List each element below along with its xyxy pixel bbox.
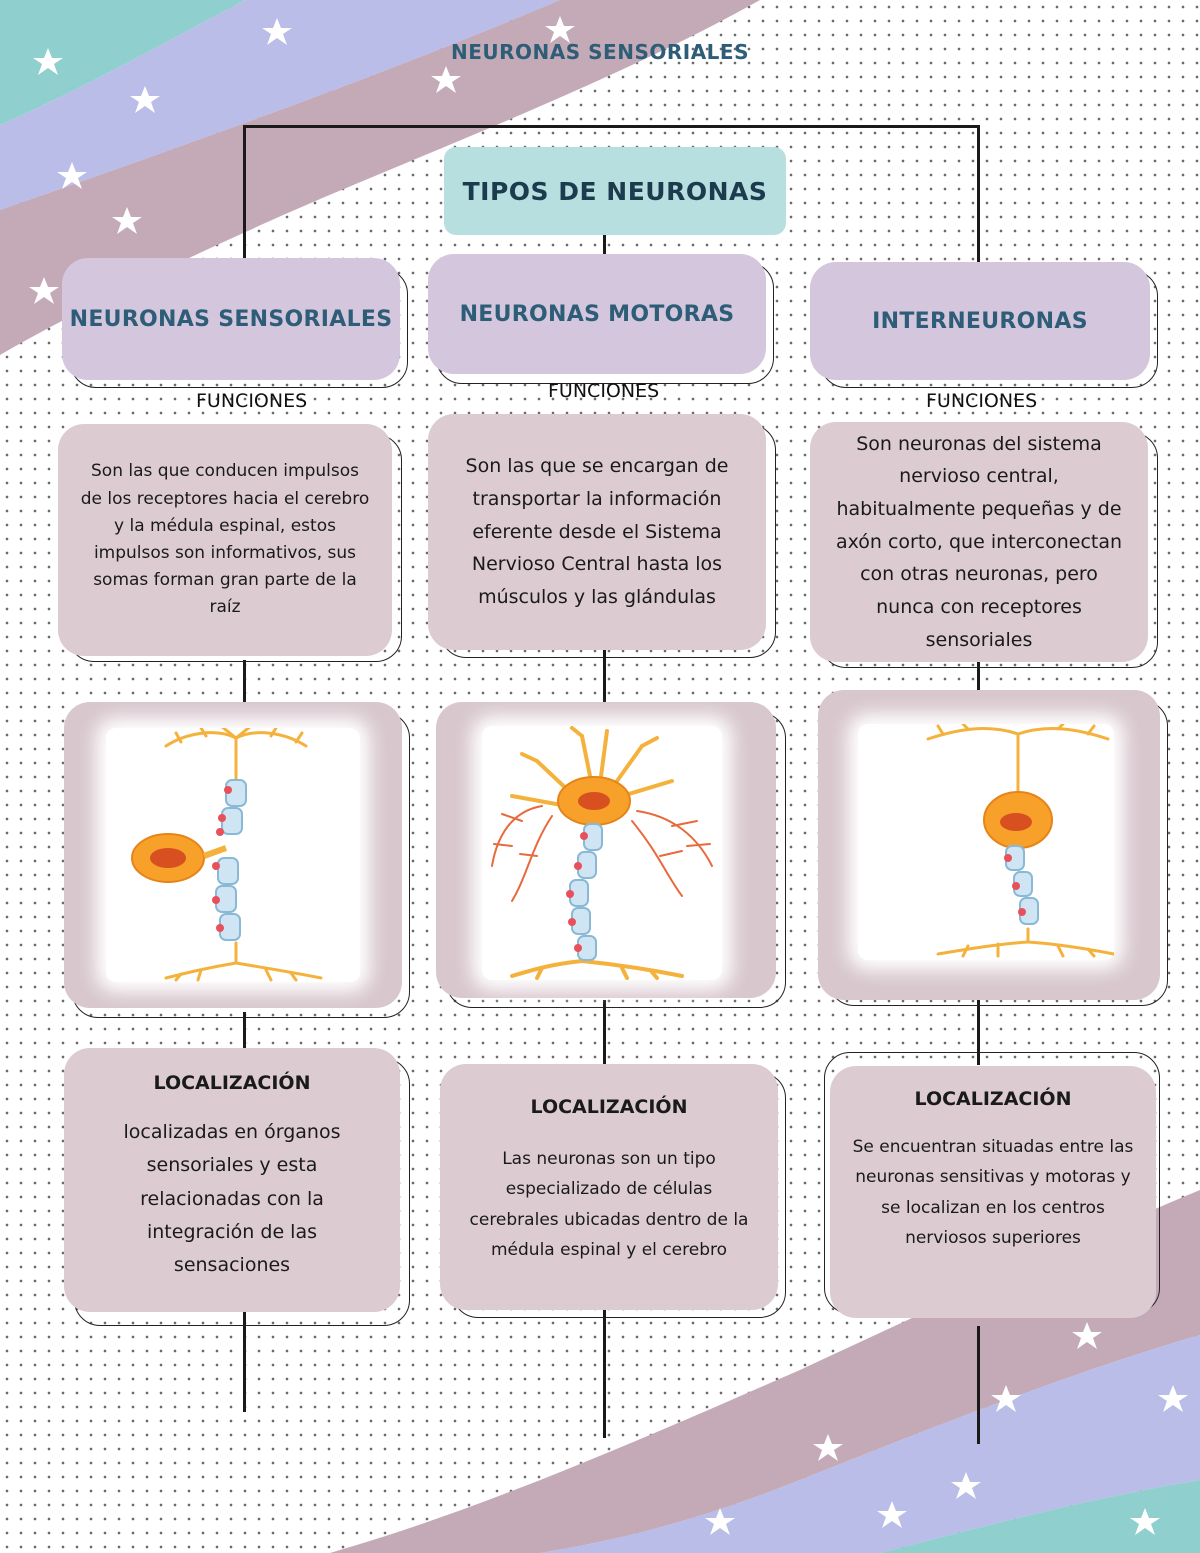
- col3-funciones-body: Son neuronas del sistema nervioso centra…: [835, 432, 1123, 651]
- interneuron-icon: [926, 722, 1116, 958]
- connector-col3-c: [977, 1326, 980, 1444]
- col1-localizacion-title: LOCALIZACIÓN: [153, 1072, 311, 1094]
- connector-col2-a: [603, 650, 606, 702]
- col1-image-card: [64, 702, 402, 1008]
- motor-neuron-image: [482, 726, 722, 980]
- connector-col2-c: [603, 1310, 606, 1438]
- connector-center-vertical: [603, 233, 606, 255]
- interneuron-image: [858, 722, 1116, 960]
- col1-localizacion-text: localizadas en órganos sensoriales y est…: [123, 1121, 341, 1276]
- col2-funciones-text: Son las que se encargan de transportar l…: [428, 414, 766, 650]
- col2-funciones-body: Son las que se encargan de transportar l…: [465, 455, 729, 608]
- connector-col1-c: [243, 1312, 246, 1412]
- connector-col3-a: [977, 662, 980, 692]
- col2-header: NEURONAS MOTORAS: [428, 254, 766, 374]
- col3-header: INTERNEURONAS: [810, 262, 1150, 380]
- motor-neuron-icon: [491, 726, 713, 980]
- col3-localizacion-text: Se encuentran situadas entre las neurona…: [852, 1137, 1134, 1248]
- root-node-tipos-de-neuronas: TIPOS DE NEURONAS: [444, 147, 786, 235]
- connector-col1-a: [243, 660, 246, 702]
- col2-localizacion-text: Las neuronas son un tipo especializado d…: [469, 1149, 749, 1260]
- col2-localizacion-title: LOCALIZACIÓN: [530, 1096, 688, 1118]
- col3-funciones-label: FUNCIONES: [926, 390, 1038, 412]
- col3-localizacion-title: LOCALIZACIÓN: [914, 1088, 1072, 1110]
- col1-funciones-body: Son las que conducen impulsos de los rec…: [80, 461, 370, 618]
- connector-col2-b: [603, 1000, 606, 1065]
- col2-image-card: [436, 702, 776, 998]
- col3-image-card: [818, 690, 1160, 1000]
- connector-col3-b: [977, 1000, 980, 1065]
- connector-left-vertical: [243, 125, 246, 265]
- sensory-neuron-image: [106, 724, 360, 982]
- col1-header: NEURONAS SENSORIALES: [62, 258, 400, 380]
- sensory-neuron-icon: [131, 724, 323, 982]
- page-title: NEURONAS SENSORIALES: [451, 40, 749, 64]
- connector-top-horizontal: [243, 125, 980, 128]
- connector-col1-b: [243, 1012, 246, 1050]
- col3-funciones-text: Son neuronas del sistema nervioso centra…: [810, 422, 1148, 662]
- col1-localizacion-card: LOCALIZACIÓN localizadas en órganos sens…: [64, 1048, 400, 1312]
- connector-right-vertical: [977, 125, 980, 265]
- col2-funciones-label: FUNCIONES: [548, 380, 660, 402]
- col2-localizacion-card: LOCALIZACIÓN Las neuronas son un tipo es…: [440, 1064, 778, 1310]
- col1-funciones-label: FUNCIONES: [196, 390, 308, 412]
- col3-localizacion-card: LOCALIZACIÓN Se encuentran situadas entr…: [830, 1066, 1156, 1318]
- col1-funciones-text: Son las que conducen impulsos de los rec…: [58, 424, 392, 656]
